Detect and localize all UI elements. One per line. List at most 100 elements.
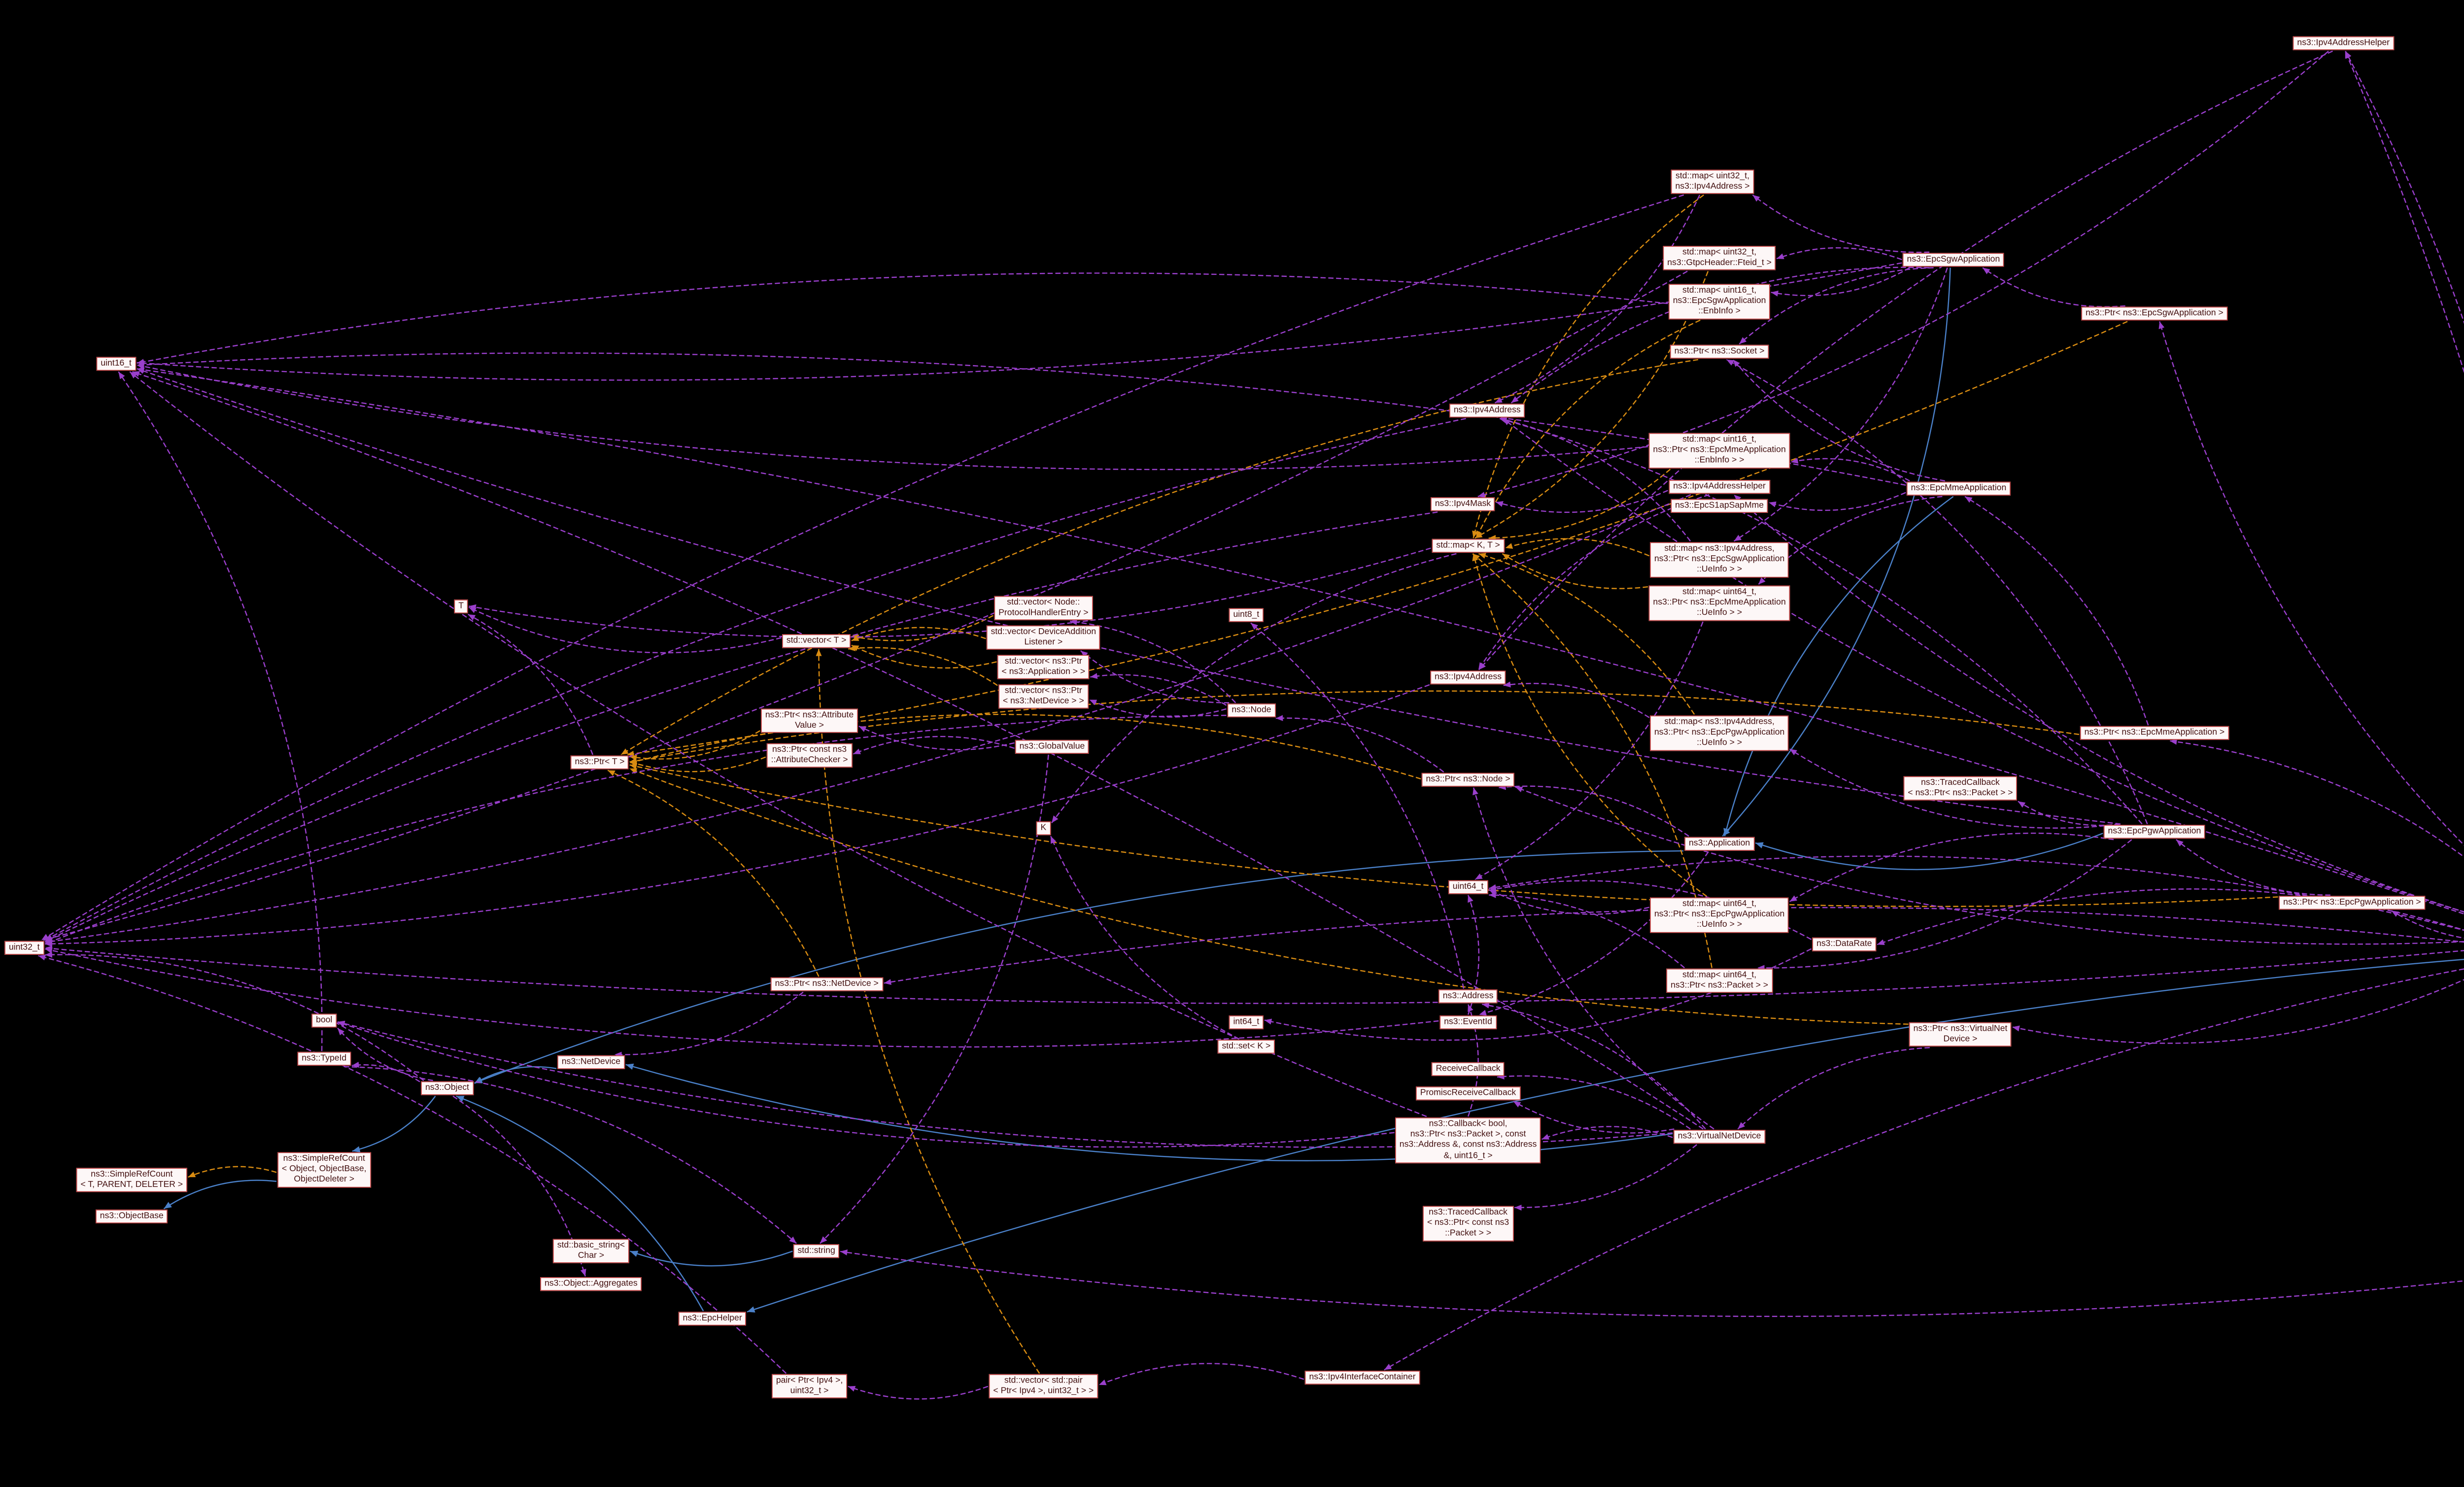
node-map-uint64-pgw-ueinfo[interactable]: std::map< uint64_t, ns3::Ptr< ns3::EpcPg… xyxy=(1650,897,1789,933)
node-simplerefcount-template[interactable]: ns3::SimpleRefCount < T, PARENT, DELETER… xyxy=(76,1168,187,1193)
edge-nobackhaulepchelper-to-epchelper xyxy=(747,958,2464,1313)
edge-typeid-to-uint16-t xyxy=(118,371,323,1051)
edge-map-uint64-ptr-packet-to-map-k-t xyxy=(1472,553,1712,968)
node-ipv4addresshelper-mid[interactable]: ns3::Ipv4AddressHelper xyxy=(1669,480,1770,494)
edge-node-to-vector-ptr-application xyxy=(1090,673,1227,706)
edge-emuepchelper-to-std-string xyxy=(840,1249,2464,1318)
node-ipv4addresshelper-top[interactable]: ns3::Ipv4AddressHelper xyxy=(2293,36,2394,51)
node-map-uint16-ptr-enbinfo[interactable]: std::map< uint16_t, ns3::Ptr< ns3::EpcMm… xyxy=(1648,433,1790,469)
node-map-ipv4-sgw-ueinfo[interactable]: std::map< ns3::Ipv4Address, ns3::Ptr< ns… xyxy=(1650,542,1789,577)
node-basic-string-char[interactable]: std::basic_string< Char > xyxy=(552,1239,629,1264)
edge-emuepchelper-to-ipv4addresshelper-top xyxy=(2344,51,2464,373)
node-ptr-netdevice[interactable]: ns3::Ptr< ns3::NetDevice > xyxy=(770,977,883,992)
node-virtualnetdevice[interactable]: ns3::VirtualNetDevice xyxy=(1673,1130,1766,1144)
node-typeid[interactable]: ns3::TypeId xyxy=(297,1051,351,1066)
node-datarate[interactable]: ns3::DataRate xyxy=(1812,937,1877,952)
node-ptr-t[interactable]: ns3::Ptr< T > xyxy=(570,755,629,770)
node-ipv4address-b[interactable]: ns3::Ipv4Address xyxy=(1430,670,1506,685)
node-t-param[interactable]: T xyxy=(454,599,468,614)
node-ptr-epcmmeapplication[interactable]: ns3::Ptr< ns3::EpcMmeApplication > xyxy=(2080,726,2229,741)
node-bool[interactable]: bool xyxy=(311,1014,337,1028)
edge-ipv4addresshelper-mid-to-ipv4mask xyxy=(1496,490,1668,513)
node-epchelper[interactable]: ns3::EpcHelper xyxy=(678,1312,747,1326)
node-vector-ptr-netdevice[interactable]: std::vector< ns3::Ptr < ns3::NetDevice >… xyxy=(998,684,1089,709)
node-ptr-virtualnetdevice[interactable]: ns3::Ptr< ns3::VirtualNet Device > xyxy=(1909,1022,2012,1047)
node-ptr-epcpgwapplication[interactable]: ns3::Ptr< ns3::EpcPgwApplication > xyxy=(2279,896,2426,910)
edge-ipv4addresshelper-mid-to-ipv4address-b xyxy=(1477,494,1710,671)
node-globalvalue[interactable]: ns3::GlobalValue xyxy=(1015,740,1090,754)
node-map-uint32-ipv4address[interactable]: std::map< uint32_t, ns3::Ipv4Address > xyxy=(1671,169,1754,195)
node-int64-t[interactable]: int64_t xyxy=(1229,1015,1264,1030)
edge-std-string-to-basic-string-char xyxy=(630,1250,793,1267)
node-epcs1apsapmme[interactable]: ns3::EpcS1apSapMme xyxy=(1671,499,1768,513)
node-vector-deviceadditionlistener[interactable]: std::vector< DeviceAddition Listener > xyxy=(986,625,1100,650)
edge-epcsgwapplication-to-uint16-t xyxy=(137,262,1902,381)
edge-epcsgwapplication-to-ipv4address-a xyxy=(1510,267,1930,404)
node-tracedcallback-const-packet[interactable]: ns3::TracedCallback < ns3::Ptr< const ns… xyxy=(1423,1206,1513,1241)
node-uint32-t[interactable]: uint32_t xyxy=(4,941,44,955)
edge-node-to-vector-deviceadditionlistener xyxy=(1080,650,1230,704)
edge-vector-protocolhandlerentry-to-vector-t xyxy=(851,615,993,642)
node-object-aggregates[interactable]: ns3::Object::Aggregates xyxy=(540,1277,642,1291)
edge-map-k-t-to-k-param xyxy=(1051,553,1457,823)
node-map-uint16-enbinfo[interactable]: std::map< uint16_t, ns3::EpcSgwApplicati… xyxy=(1668,284,1771,319)
node-netdevice[interactable]: ns3::NetDevice xyxy=(557,1055,625,1070)
edge-map-uint32-ipv4address-to-ipv4address-a xyxy=(1494,195,1701,404)
edge-epcmmeapplication-to-ptr-socket xyxy=(1732,359,1946,482)
node-map-ipv4-pgw-ueinfo[interactable]: std::map< ns3::Ipv4Address, ns3::Ptr< ns… xyxy=(1650,715,1789,751)
node-objectbase[interactable]: ns3::ObjectBase xyxy=(95,1209,168,1224)
node-receivecallback[interactable]: ReceiveCallback xyxy=(1431,1062,1505,1077)
node-epcsgwapplication[interactable]: ns3::EpcSgwApplication xyxy=(1902,253,2005,267)
node-pair-ptr-ipv4-uint32[interactable]: pair< Ptr< Ipv4 >, uint32_t > xyxy=(772,1374,848,1399)
node-map-uint64-ptr-packet[interactable]: std::map< uint64_t, ns3::Ptr< ns3::Packe… xyxy=(1666,968,1773,993)
edge-node-to-vector-protocolhandlerentry xyxy=(1069,619,1236,704)
node-vector-pair-ipv4-uint32[interactable]: std::vector< std::pair < Ptr< Ipv4 >, ui… xyxy=(989,1374,1098,1399)
node-ipv4address-a[interactable]: ns3::Ipv4Address xyxy=(1449,404,1525,418)
node-ptr-socket[interactable]: ns3::Ptr< ns3::Socket > xyxy=(1670,344,1769,359)
node-promiscreceivecallback[interactable]: PromiscReceiveCallback xyxy=(1416,1086,1521,1101)
node-uint8-t[interactable]: uint8_t xyxy=(1229,608,1264,622)
node-map-uint64-mme-ueinfo[interactable]: std::map< uint64_t, ns3::Ptr< ns3::EpcMm… xyxy=(1648,585,1790,621)
node-callback-bool[interactable]: ns3::Callback< bool, ns3::Ptr< ns3::Pack… xyxy=(1395,1117,1541,1163)
node-ipv4mask[interactable]: ns3::Ipv4Mask xyxy=(1431,497,1496,511)
node-vector-ptr-application[interactable]: std::vector< ns3::Ptr < ns3::Application… xyxy=(997,655,1090,680)
node-node[interactable]: ns3::Node xyxy=(1227,703,1276,718)
node-simplerefcount-object[interactable]: ns3::SimpleRefCount < Object, ObjectBase… xyxy=(277,1152,371,1187)
edge-ptr-epcpgwapplication-to-epcpgwapplication xyxy=(2176,839,2330,896)
node-eventid[interactable]: ns3::EventId xyxy=(1439,1015,1497,1030)
node-ptr-epcsgwapplication[interactable]: ns3::Ptr< ns3::EpcSgwApplication > xyxy=(2081,306,2228,321)
edge-nobackhaulepchelper-to-ptr-epcsgwapplication xyxy=(2158,321,2464,846)
node-uint64-t[interactable]: uint64_t xyxy=(1448,880,1488,895)
node-application[interactable]: ns3::Application xyxy=(1684,837,1754,851)
node-epcpgwapplication[interactable]: ns3::EpcPgwApplication xyxy=(2103,825,2206,839)
edge-nobackhaulepchelper-to-uint32-t xyxy=(45,946,2464,1004)
node-epcmmeapplication[interactable]: ns3::EpcMmeApplication xyxy=(1906,481,2011,496)
node-vector-protocolhandlerentry[interactable]: std::vector< Node:: ProtocolHandlerEntry… xyxy=(994,596,1093,621)
node-map-uint32-fteid[interactable]: std::map< uint32_t, ns3::GtpcHeader::Fte… xyxy=(1663,246,1776,271)
edge-callback-bool-to-address xyxy=(1467,1004,1479,1117)
edge-epcsgwapplication-to-map-ipv4-sgw-ueinfo xyxy=(1733,268,1948,542)
node-vector-t[interactable]: std::vector< T > xyxy=(782,634,851,648)
node-object[interactable]: ns3::Object xyxy=(421,1081,474,1096)
edge-address-to-uint8-t xyxy=(1250,622,1465,989)
node-ptr-const-attributechecker[interactable]: ns3::Ptr< const ns3 ::AttributeChecker > xyxy=(766,743,853,768)
node-tracedcallback-ptr-packet[interactable]: ns3::TracedCallback < ns3::Ptr< ns3::Pac… xyxy=(1903,776,2018,801)
node-set-k[interactable]: std::set< K > xyxy=(1217,1040,1275,1054)
node-uint16-t[interactable]: uint16_t xyxy=(96,357,136,371)
edge-nobackhaulepchelper-to-ptr-virtualnetdevice xyxy=(2012,979,2464,1044)
edge-virtualnetdevice-to-callback-bool xyxy=(1541,1126,1673,1140)
node-k-param[interactable]: K xyxy=(1036,821,1051,836)
edge-map-uint16-ptr-enbinfo-to-uint16-t xyxy=(137,363,1648,471)
node-ptr-node[interactable]: ns3::Ptr< ns3::Node > xyxy=(1421,773,1515,787)
node-ipv4interfacecontainer[interactable]: ns3::Ipv4InterfaceContainer xyxy=(1304,1370,1420,1385)
edge-map-uint32-fteid-to-uint32-t xyxy=(43,270,1688,942)
edge-virtualnetdevice-to-ptr-node xyxy=(1472,787,1714,1130)
node-address[interactable]: ns3::Address xyxy=(1438,989,1498,1004)
edge-ptr-socket-to-ptr-t xyxy=(620,359,1699,755)
edge-vector-deviceadditionlistener-to-vector-t xyxy=(851,627,986,642)
node-map-k-t[interactable]: std::map< K, T > xyxy=(1432,539,1505,553)
edge-epcmmeapplication-to-epcs1apsapmme xyxy=(1768,492,1906,511)
node-ptr-attributevalue[interactable]: ns3::Ptr< ns3::Attribute Value > xyxy=(761,709,858,734)
node-std-string[interactable]: std::string xyxy=(793,1244,840,1258)
